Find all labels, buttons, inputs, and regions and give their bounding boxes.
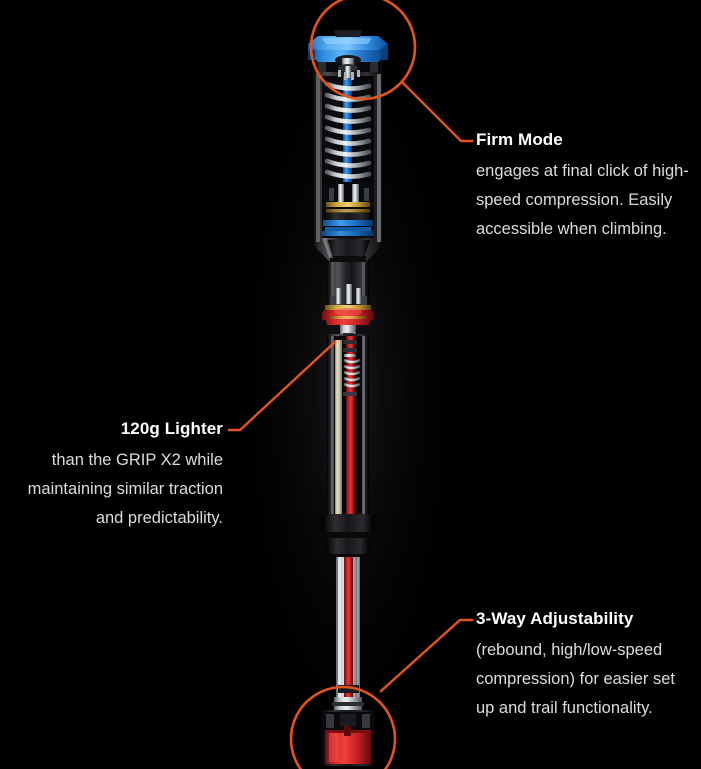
callout-lighter: 120g Lighter than the GRIP X2 while main… — [8, 417, 223, 533]
callout-lighter-title: 120g Lighter — [120, 419, 223, 438]
callout-lighter-body: than the GRIP X2 while maintaining simil… — [27, 451, 223, 527]
highlight-circle-bottom — [289, 685, 397, 769]
highlight-circle-top — [309, 0, 417, 101]
callout-firm-mode-body: engages at final click of high-speed com… — [476, 162, 689, 238]
leader-line-lighter — [227, 340, 337, 432]
callout-adjustability-body: (rebound, high/low-speed compression) fo… — [476, 641, 675, 717]
callout-adjustability-title: 3-Way Adjustability — [476, 609, 634, 628]
callout-adjustability: 3-Way Adjustability (rebound, high/low-s… — [476, 607, 696, 723]
callout-firm-mode: Firm Mode engages at final click of high… — [476, 128, 694, 244]
callout-firm-mode-title: Firm Mode — [476, 130, 563, 149]
leader-line-adjustability — [379, 618, 474, 693]
leader-line-firm-mode — [401, 81, 474, 143]
